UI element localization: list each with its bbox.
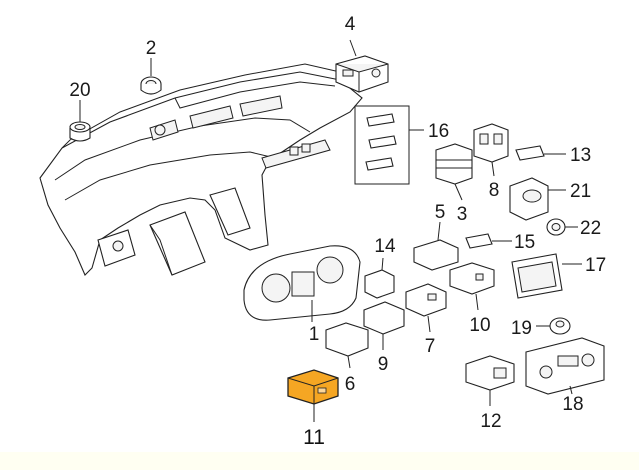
callout-4: 4 <box>345 14 356 35</box>
part-4-module <box>335 39 389 93</box>
part-17-display <box>511 253 582 299</box>
callout-21: 21 <box>570 181 591 202</box>
callout-17: 17 <box>585 255 606 276</box>
part-8-switch <box>473 123 509 177</box>
part-20-knob <box>69 100 91 142</box>
callout-20: 20 <box>69 80 90 101</box>
callout-7: 7 <box>425 336 436 357</box>
part-3-switch-block <box>435 143 473 201</box>
callout-3: 3 <box>457 204 468 225</box>
callout-14: 14 <box>374 236 396 257</box>
callout-11: 11 <box>303 426 325 449</box>
callout-5: 5 <box>435 202 446 223</box>
callout-13: 13 <box>570 145 591 166</box>
part-11-highlighted-switch <box>287 369 339 422</box>
callout-2: 2 <box>146 38 157 59</box>
part-21-knob-module <box>509 177 566 221</box>
part-22-ring <box>546 218 578 236</box>
part-10-switch <box>449 262 495 311</box>
part-9-switch <box>363 301 405 350</box>
callout-19: 19 <box>511 318 532 339</box>
callout-6: 6 <box>345 374 356 395</box>
callout-8: 8 <box>489 180 500 201</box>
callout-18: 18 <box>562 394 583 415</box>
part-16-covers <box>354 105 424 185</box>
part-18-climate-control <box>525 337 605 395</box>
callout-1: 1 <box>309 324 320 345</box>
part-15-cover <box>465 233 512 249</box>
callout-16: 16 <box>428 121 449 142</box>
part-5-switch <box>413 221 459 271</box>
part-19-knob <box>536 317 571 335</box>
part-7-switch <box>405 283 447 333</box>
part-2-round-switch <box>140 58 162 95</box>
part-6-switch <box>325 322 369 369</box>
bottom-strip <box>0 452 639 470</box>
dashboard-illustration <box>39 63 363 276</box>
callout-10: 10 <box>469 315 490 336</box>
part-12-switch <box>465 355 515 406</box>
part-1-instrument-cluster <box>243 245 361 322</box>
part-14-switch <box>364 257 395 299</box>
callout-9: 9 <box>378 354 389 375</box>
callout-22: 22 <box>580 218 601 239</box>
part-13-cover <box>515 145 566 161</box>
callout-15: 15 <box>514 232 535 253</box>
callout-12: 12 <box>480 411 501 432</box>
